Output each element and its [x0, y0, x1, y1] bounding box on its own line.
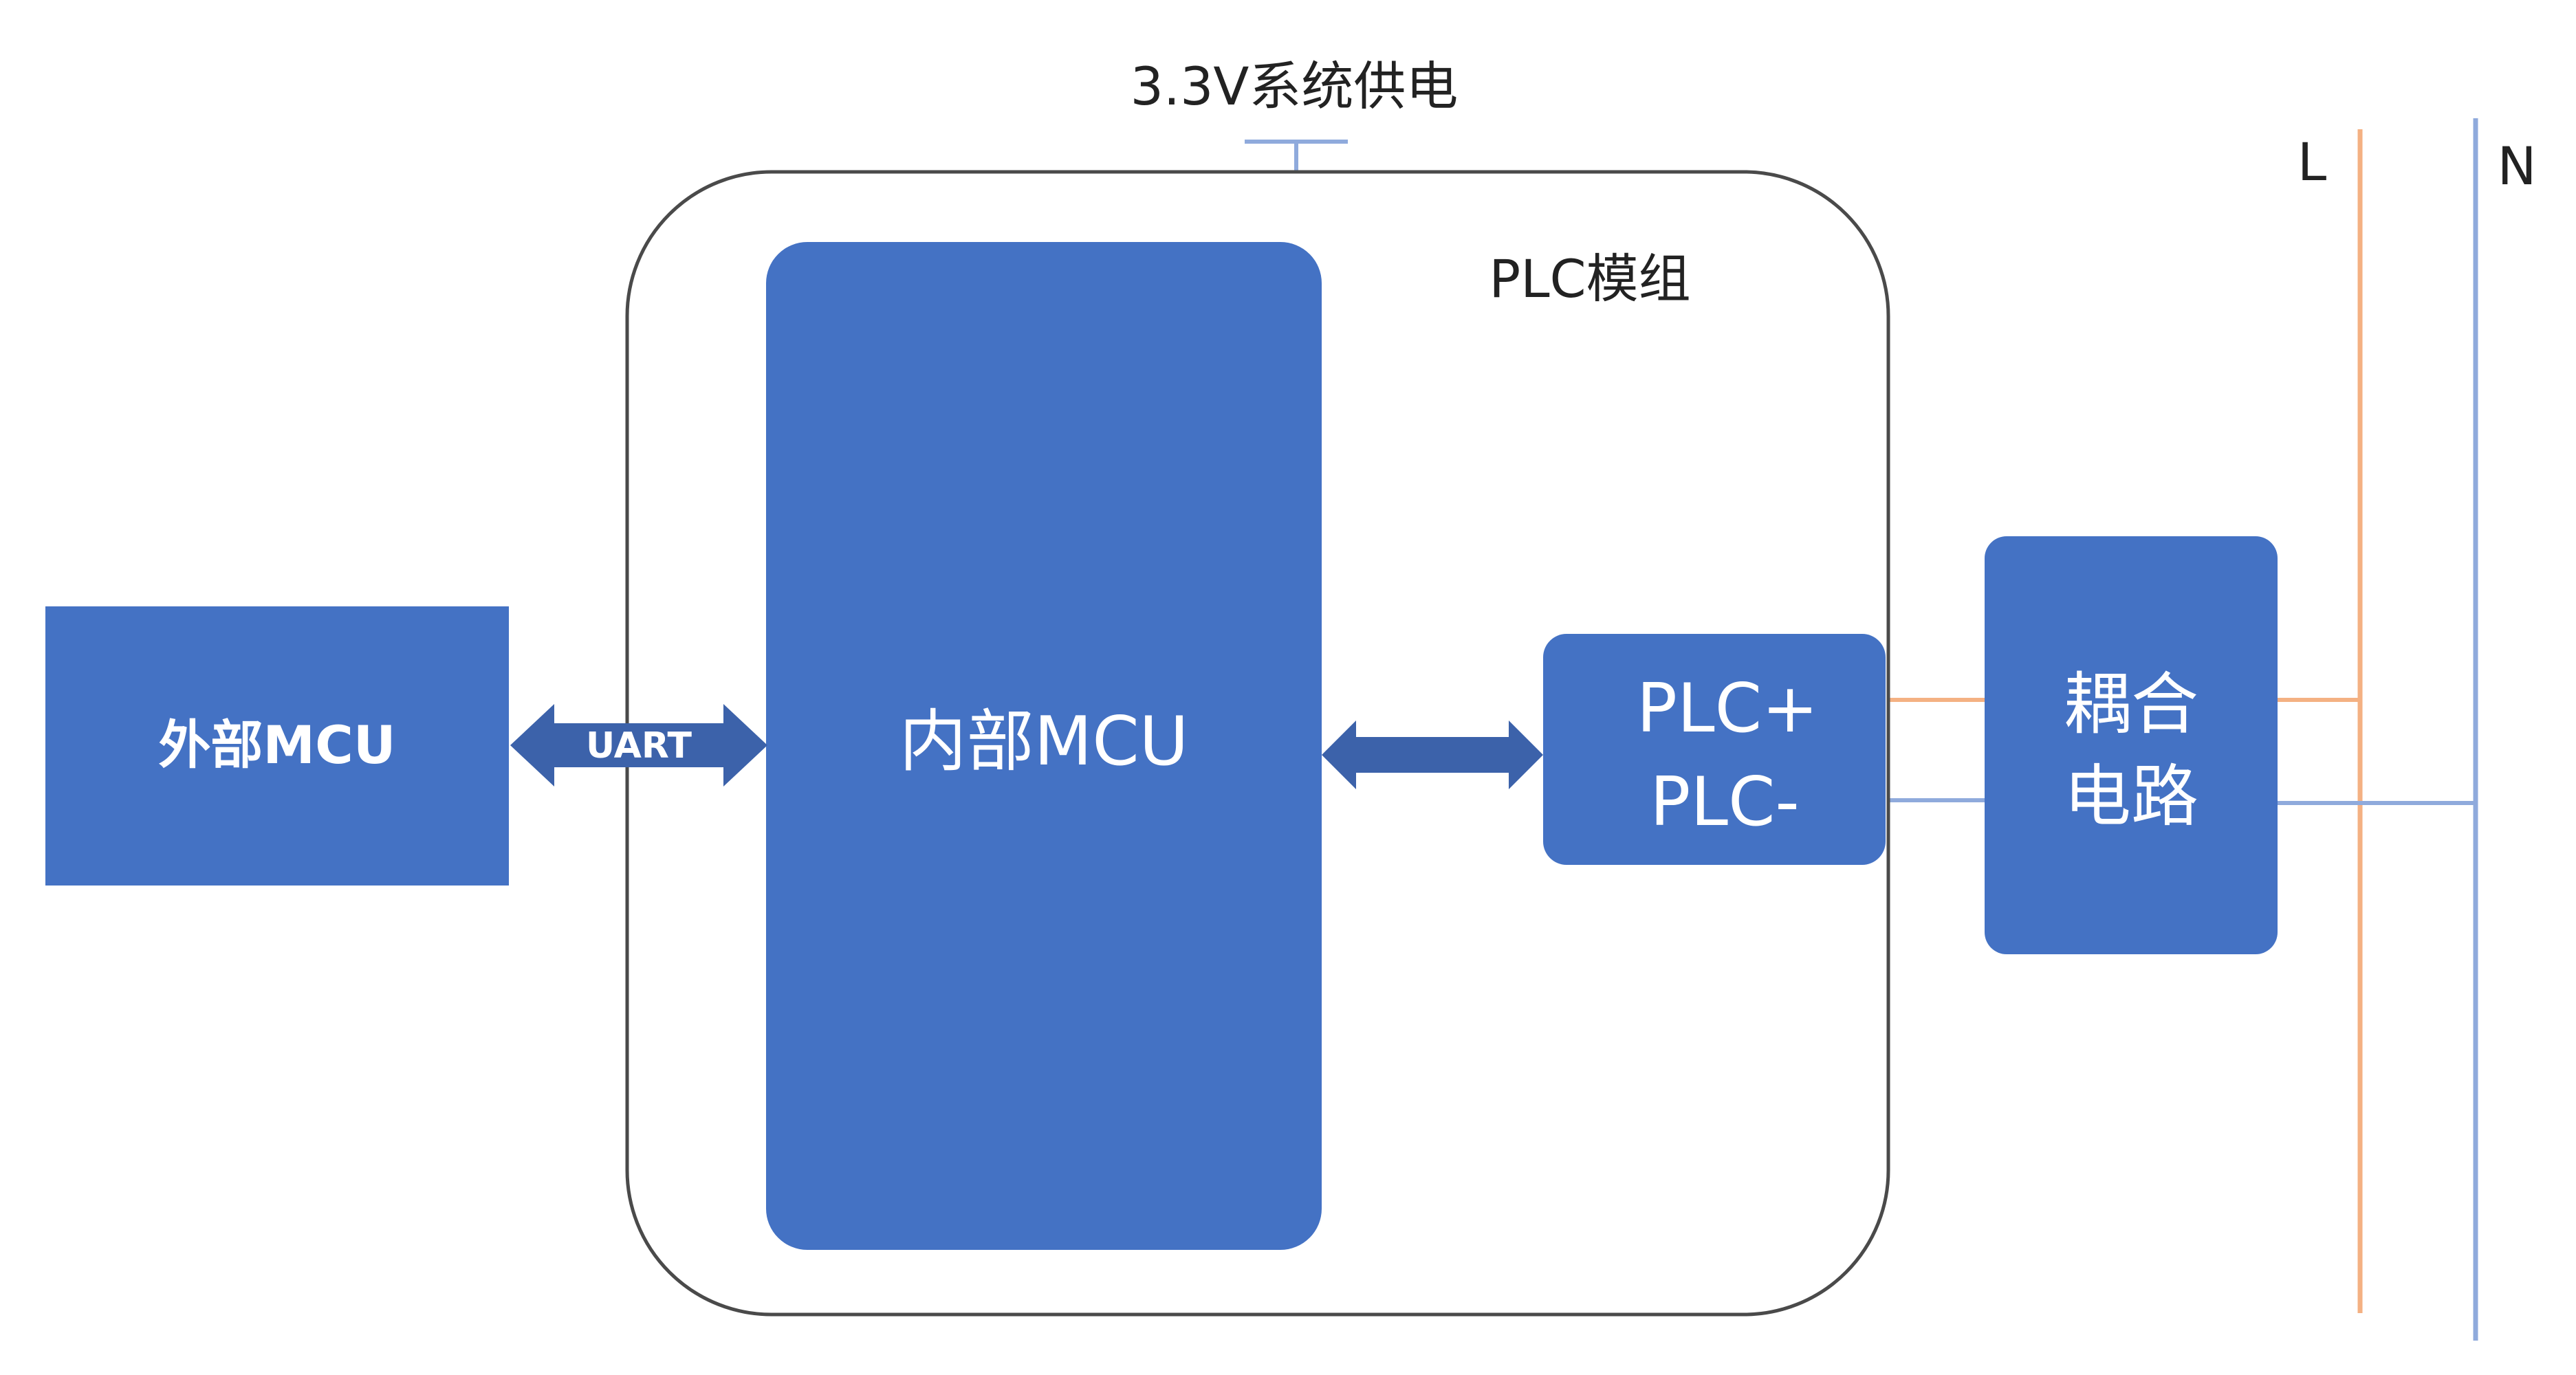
power-supply-label: 3.3V系统供电 — [1131, 56, 1459, 117]
internal-mcu-label: 内部MCU — [899, 703, 1189, 781]
coupling-circuit-block — [1985, 536, 2278, 954]
n-rail-label: N — [2498, 135, 2537, 197]
plc-port-block — [1543, 634, 1886, 865]
external-mcu-label: 外部MCU — [158, 714, 395, 776]
l-rail-label: L — [2297, 131, 2326, 192]
external-mcu-block — [45, 606, 509, 886]
plc-minus-label: PLC- — [1650, 763, 1800, 842]
coupling-label-line1: 耦合 — [2064, 666, 2198, 744]
internal-mcu-block — [766, 242, 1322, 1250]
mcu-plc-double-arrow — [1322, 720, 1543, 789]
module-title: PLC模组 — [1489, 248, 1690, 309]
uart-label: UART — [586, 725, 692, 767]
coupling-label-line2: 电路 — [2064, 758, 2198, 836]
uart-double-arrow — [510, 704, 767, 786]
plc-plus-label: PLC+ — [1637, 670, 1818, 748]
